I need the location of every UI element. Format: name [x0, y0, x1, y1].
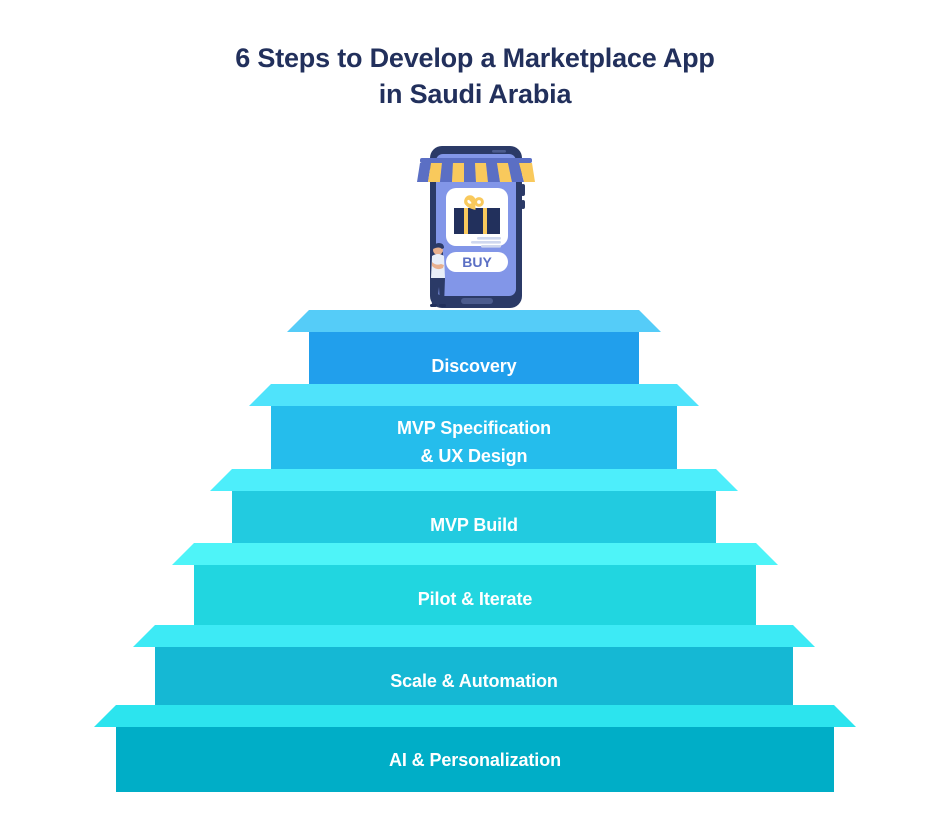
step-4-top-surface	[172, 543, 778, 565]
step-5: Scale & Automation	[133, 625, 815, 715]
step-5-top-surface	[133, 625, 815, 647]
marketplace-phone-illustration: BUY	[404, 142, 556, 314]
step-4-front-face: Pilot & Iterate	[194, 565, 756, 633]
product-card-text-lines	[471, 237, 501, 248]
person-figure	[430, 243, 446, 307]
phone-home-bar	[461, 298, 493, 304]
step-5-front-face: Scale & Automation	[155, 647, 793, 715]
step-4: Pilot & Iterate	[172, 543, 778, 633]
step-3-top-surface	[210, 469, 738, 491]
step-4-label: Pilot & Iterate	[417, 589, 533, 609]
step-2-label: MVP Specification & UX Design	[396, 418, 551, 466]
page-title-line-2: in Saudi Arabia	[378, 79, 572, 109]
gift-box-icon	[454, 195, 500, 234]
buy-button-label: BUY	[462, 254, 492, 270]
buy-button: BUY	[446, 252, 508, 272]
step-3-label: MVP Build	[430, 514, 518, 535]
step-2: MVP Specification & UX Design	[249, 384, 699, 478]
step-2-top-surface	[249, 384, 699, 406]
step-6-label: AI & Personalization	[388, 749, 562, 770]
step-1-label: Discovery	[431, 355, 517, 376]
phone-side-button	[521, 200, 525, 209]
step-1-top-surface	[287, 310, 661, 332]
step-6: AI & Personalization	[94, 705, 856, 792]
phone-speaker	[492, 150, 506, 153]
step-6-top-surface	[94, 705, 856, 727]
page-title-line-1: 6 Steps to Develop a Marketplace App	[235, 43, 715, 73]
step-2-front-face: MVP Specification & UX Design	[271, 406, 677, 478]
step-6-front-face: AI & Personalization	[116, 727, 834, 792]
step-5-label: Scale & Automation	[390, 671, 558, 691]
page-title: 6 Steps to Develop a Marketplace App in …	[0, 40, 950, 112]
awning-icon	[417, 158, 535, 182]
phone-side-button	[521, 184, 525, 196]
